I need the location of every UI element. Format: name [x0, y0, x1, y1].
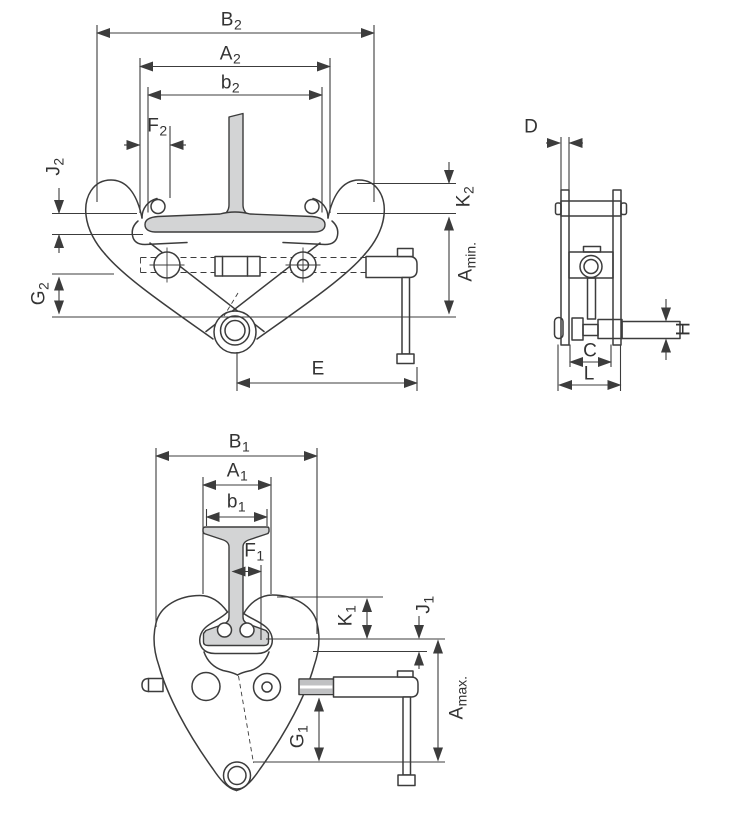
body-inner-curve-right: [236, 651, 270, 676]
dim-label-c: C: [583, 340, 597, 362]
body-right-outline: [235, 594, 320, 792]
handle-bar-vertical: [401, 276, 411, 355]
jaw-hooks-and-shelf: [199, 611, 273, 655]
handle-top-cap: [396, 247, 414, 258]
front-view-open-position: [52, 25, 456, 391]
dim-label-k1: K1: [335, 605, 359, 627]
handle-top-cap: [396, 670, 414, 678]
dim-label-a1: A1: [226, 460, 248, 484]
screw-shaft-side: [586, 277, 597, 320]
dim-label-g2: G2: [28, 282, 52, 306]
dim-label-b2-inner: b2: [220, 72, 240, 96]
screw-handle-block: [332, 676, 419, 698]
left-jaw-lip: [141, 197, 158, 219]
screw-bar-side: [621, 320, 681, 340]
right-lip-pin: [239, 622, 255, 638]
left-lip-pin: [150, 198, 166, 215]
dim-label-g1: G1: [287, 725, 311, 749]
dim-label-j2: J2: [43, 157, 67, 176]
left-jaw-lobe: [85, 179, 143, 255]
hidden-edge-dashed: [238, 675, 254, 764]
threaded-rod-visible-section: [214, 255, 261, 277]
left-arm-outer-edge: [104, 253, 214, 340]
top-spacer-bar: [560, 200, 622, 217]
i-beam-flange-wide: [144, 211, 326, 233]
dim-label-k2: K2: [453, 186, 477, 208]
dim-label-h: H: [673, 322, 695, 336]
rod-shading: [300, 688, 333, 694]
shackle-pin-side-inner: [583, 258, 599, 275]
right-lip-pin: [304, 198, 320, 215]
side-plate-left: [560, 189, 570, 346]
dim-label-b2-outer: B2: [220, 9, 242, 33]
spacer-pin-end: [554, 202, 562, 216]
screw-head-side: [597, 318, 623, 340]
left-jaw-shelf: [131, 220, 188, 246]
right-arm-outer-edge: [256, 253, 366, 340]
dim-label-f1: F1: [244, 540, 265, 564]
dim-label-f2: F2: [147, 115, 168, 139]
dim-label-j1: J1: [413, 595, 437, 614]
dim-label-b1-outer: B1: [228, 431, 250, 455]
handle-end-cap: [396, 353, 415, 365]
screw-left-cap: [553, 316, 564, 340]
shackle-hole-inner: [227, 765, 247, 786]
left-lip-pin: [216, 622, 233, 638]
right-pivot-center-hole: [261, 681, 273, 693]
shackle-hole-inner: [224, 319, 246, 342]
dim-label-a-max: Amax.: [446, 675, 470, 720]
dim-label-l: L: [583, 363, 595, 385]
right-jaw-lip: [312, 197, 329, 219]
dim-label-a-min: Amin.: [455, 241, 479, 282]
side-view: [546, 137, 681, 391]
handle-bar-vertical: [402, 696, 412, 776]
i-beam-web-wide: [220, 112, 252, 218]
right-jaw-lobe: [327, 179, 385, 255]
body-inner-curve-left: [203, 651, 239, 676]
hidden-edge-dashed: [223, 292, 239, 317]
body-left-outline: [153, 594, 238, 792]
i-beam-narrow: [202, 526, 270, 647]
spacer-pin-end: [620, 202, 628, 216]
left-pivot-hole: [191, 671, 221, 702]
rod-left-end: [141, 677, 164, 693]
screw-handle-block: [365, 255, 418, 279]
handle-end-cap: [397, 774, 416, 787]
side-plate-right: [612, 189, 622, 346]
dim-label-d: D: [524, 116, 538, 138]
dim-label-a2: A2: [219, 43, 241, 67]
screw-collar: [571, 317, 584, 341]
front-view-closed-position: [141, 448, 445, 792]
right-pivot-hole: [252, 672, 282, 702]
dim-label-b1-inner: b1: [226, 491, 246, 515]
rod-shading: [300, 680, 333, 686]
dim-label-e: E: [311, 358, 325, 380]
right-jaw-shelf: [282, 220, 339, 246]
screw-nut-side: [582, 323, 599, 337]
shackle-block-cap: [582, 245, 602, 253]
